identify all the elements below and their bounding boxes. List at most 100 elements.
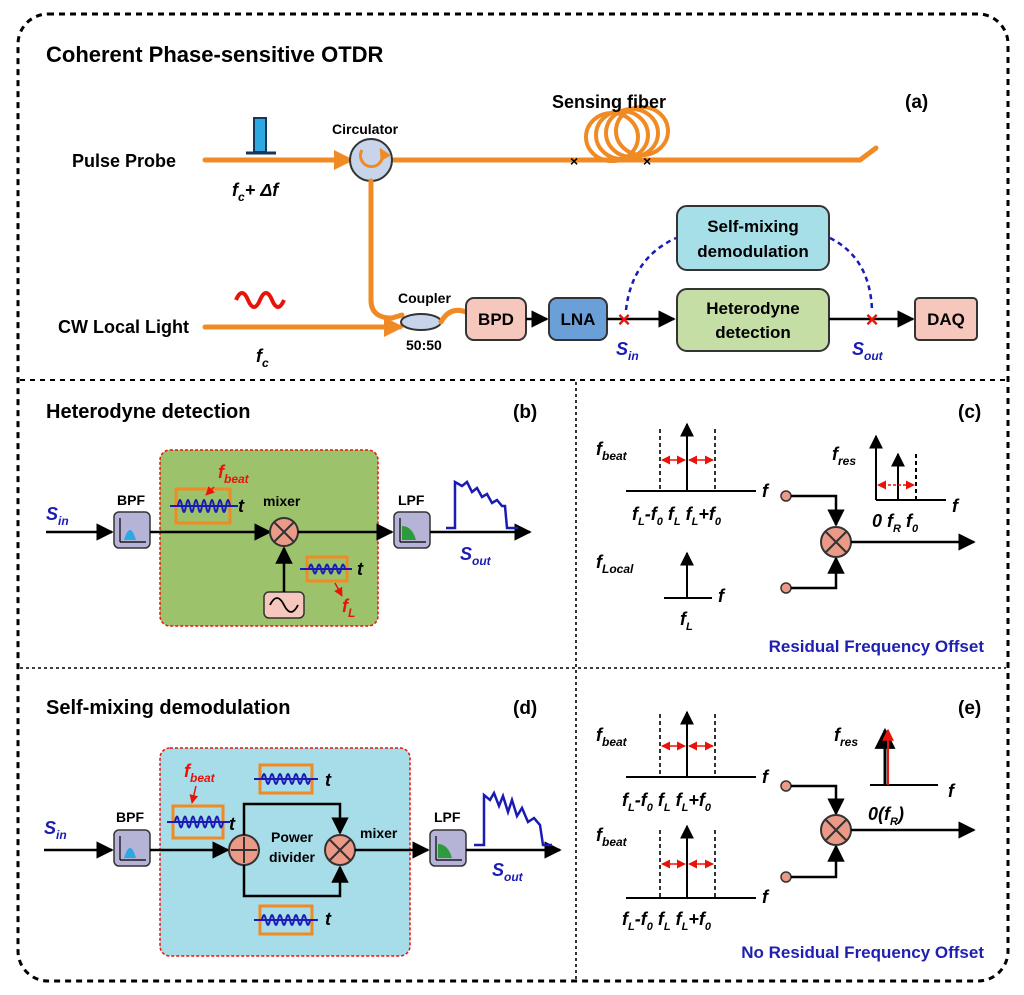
e-top-axis-f: f [762,767,770,787]
s-out-marker: × [866,307,879,332]
coupler-ratio: 50:50 [406,337,442,353]
d-bpf-label: BPF [116,809,144,825]
cw-frequency: fc [256,346,269,370]
self-mixing-line2: demodulation [697,242,808,261]
b-mixer-icon [269,517,299,547]
bpd-label: BPD [478,310,514,329]
figure-title: Coherent Phase-sensitive OTDR [46,42,384,67]
e-res-axis-f: f [948,781,956,801]
c-note: Residual Frequency Offset [769,637,985,656]
d-lpf-label: LPF [434,809,461,825]
d-upper-waveform-icon [254,763,318,795]
b-lpf-label: LPF [398,492,425,508]
e-note: No Residual Frequency Offset [741,943,984,962]
c-f-res-label: fres [832,444,856,468]
coupler-icon [400,313,442,331]
coupler-to-bpd-fiber [438,307,469,325]
panel-a-label: (a) [905,92,928,113]
d-bpf-icon [113,829,151,867]
fiber-start-mark: × [570,153,578,169]
e-top-ticks: fL-f0 fL fL+f0 [622,790,712,814]
c-mixer-icon [820,526,852,558]
b-bpf-icon [113,511,151,549]
b-beat-waveform-icon [170,487,238,525]
d-output-trace [474,790,552,847]
c-local-tick: fL [680,609,693,633]
self-mixing-line1: Self-mixing [707,217,799,236]
panel-b: Heterodyne detection (b) Sin BPF fbeat t… [46,401,537,627]
b-s-in-label: Sin [46,504,69,528]
self-mixing-right-link [829,236,874,311]
e-input-bottom-port [780,871,792,883]
panel-e-label: (e) [958,698,981,719]
c-beat-axis-f: f [762,481,770,501]
sensing-fiber-label: Sensing fiber [552,92,666,112]
e-bottom-axis-f: f [762,887,770,907]
d-lpf-icon [429,829,467,867]
b-local-waveform-icon [300,555,352,583]
c-tick-fl-f0: fL-f0 fL fL+f0 [632,504,722,528]
d-t-upper: t [325,770,332,790]
e-top-wire [791,784,845,816]
self-mixing-left-link [624,236,677,311]
self-mixing-block-background [159,747,411,957]
daq-label: DAQ [927,310,965,329]
circulator-label: Circulator [332,121,399,137]
b-s-out-label: Sout [460,544,492,568]
b-output-trace [446,479,518,530]
pulse-icon [246,117,276,155]
d-t-lower: t [325,909,332,929]
panel-a: Coherent Phase-sensitive OTDR (a) Pulse … [46,42,978,370]
d-t-input: t [229,814,236,834]
panel-b-title: Heterodyne detection [46,401,250,423]
outer-frame [16,12,1010,983]
daq-box [914,297,978,341]
coupler-label: Coupler [398,290,451,306]
b-t2-label: t [357,559,364,579]
b-f-beat-label: fbeat [218,462,250,486]
panel-e: (e) fbeat f fL-f0 fL fL+f0 fbeat f fL-f0… [596,698,984,962]
fiber-coil-icon [584,105,670,163]
c-input-bottom-port [780,582,792,594]
c-res-axis-f: f [952,496,960,516]
c-f-local-label: fLocal [596,552,634,576]
b-f-beat-pointer [205,486,215,496]
d-power-divider-line2: divider [269,849,315,865]
panel-d-title: Self-mixing demodulation [46,697,290,719]
cw-local-label: CW Local Light [58,317,189,337]
e-f-beat-top-label: fbeat [596,725,628,749]
b-bpf-label: BPF [117,492,145,508]
e-bottom-wire [791,844,845,879]
c-f-beat-label: fbeat [596,439,628,463]
b-local-oscillator-icon [263,591,305,619]
d-s-out-label: Sout [492,860,524,884]
s-in-label: Sin [616,339,639,363]
probe-frequency: fc+ Δf [232,180,280,204]
e-zero-fr-label: 0(fR) [868,804,904,828]
panel-d-label: (d) [513,698,537,719]
c-bottom-wire [791,556,845,590]
panel-b-label: (b) [513,402,537,423]
b-f-l-pointer [334,582,343,597]
panel-d: Self-mixing demodulation (d) Sin BPF fbe… [44,697,562,957]
b-lpf-icon [393,511,431,549]
c-res-ticks: 0 fR f0 [872,511,919,535]
fiber-end-mark: × [643,153,651,169]
d-mixer-icon [324,834,356,866]
d-s-in-label: Sin [44,818,67,842]
pulse-probe-label: Pulse Probe [72,151,176,171]
d-power-divider-line1: Power [271,829,314,845]
c-local-axis-f: f [718,586,726,606]
self-mixing-box [676,205,830,271]
d-mixer-label: mixer [360,825,398,841]
d-f-beat-pointer [189,785,199,804]
c-input-top-port [780,490,792,502]
c-top-wire [791,494,845,527]
d-f-beat-label: fbeat [184,761,216,785]
circulator-icon [349,138,393,182]
b-f-l-label: fL [342,596,355,620]
d-lower-waveform-icon [254,904,318,936]
b-mixer-label: mixer [263,493,301,509]
e-input-top-port [780,780,792,792]
